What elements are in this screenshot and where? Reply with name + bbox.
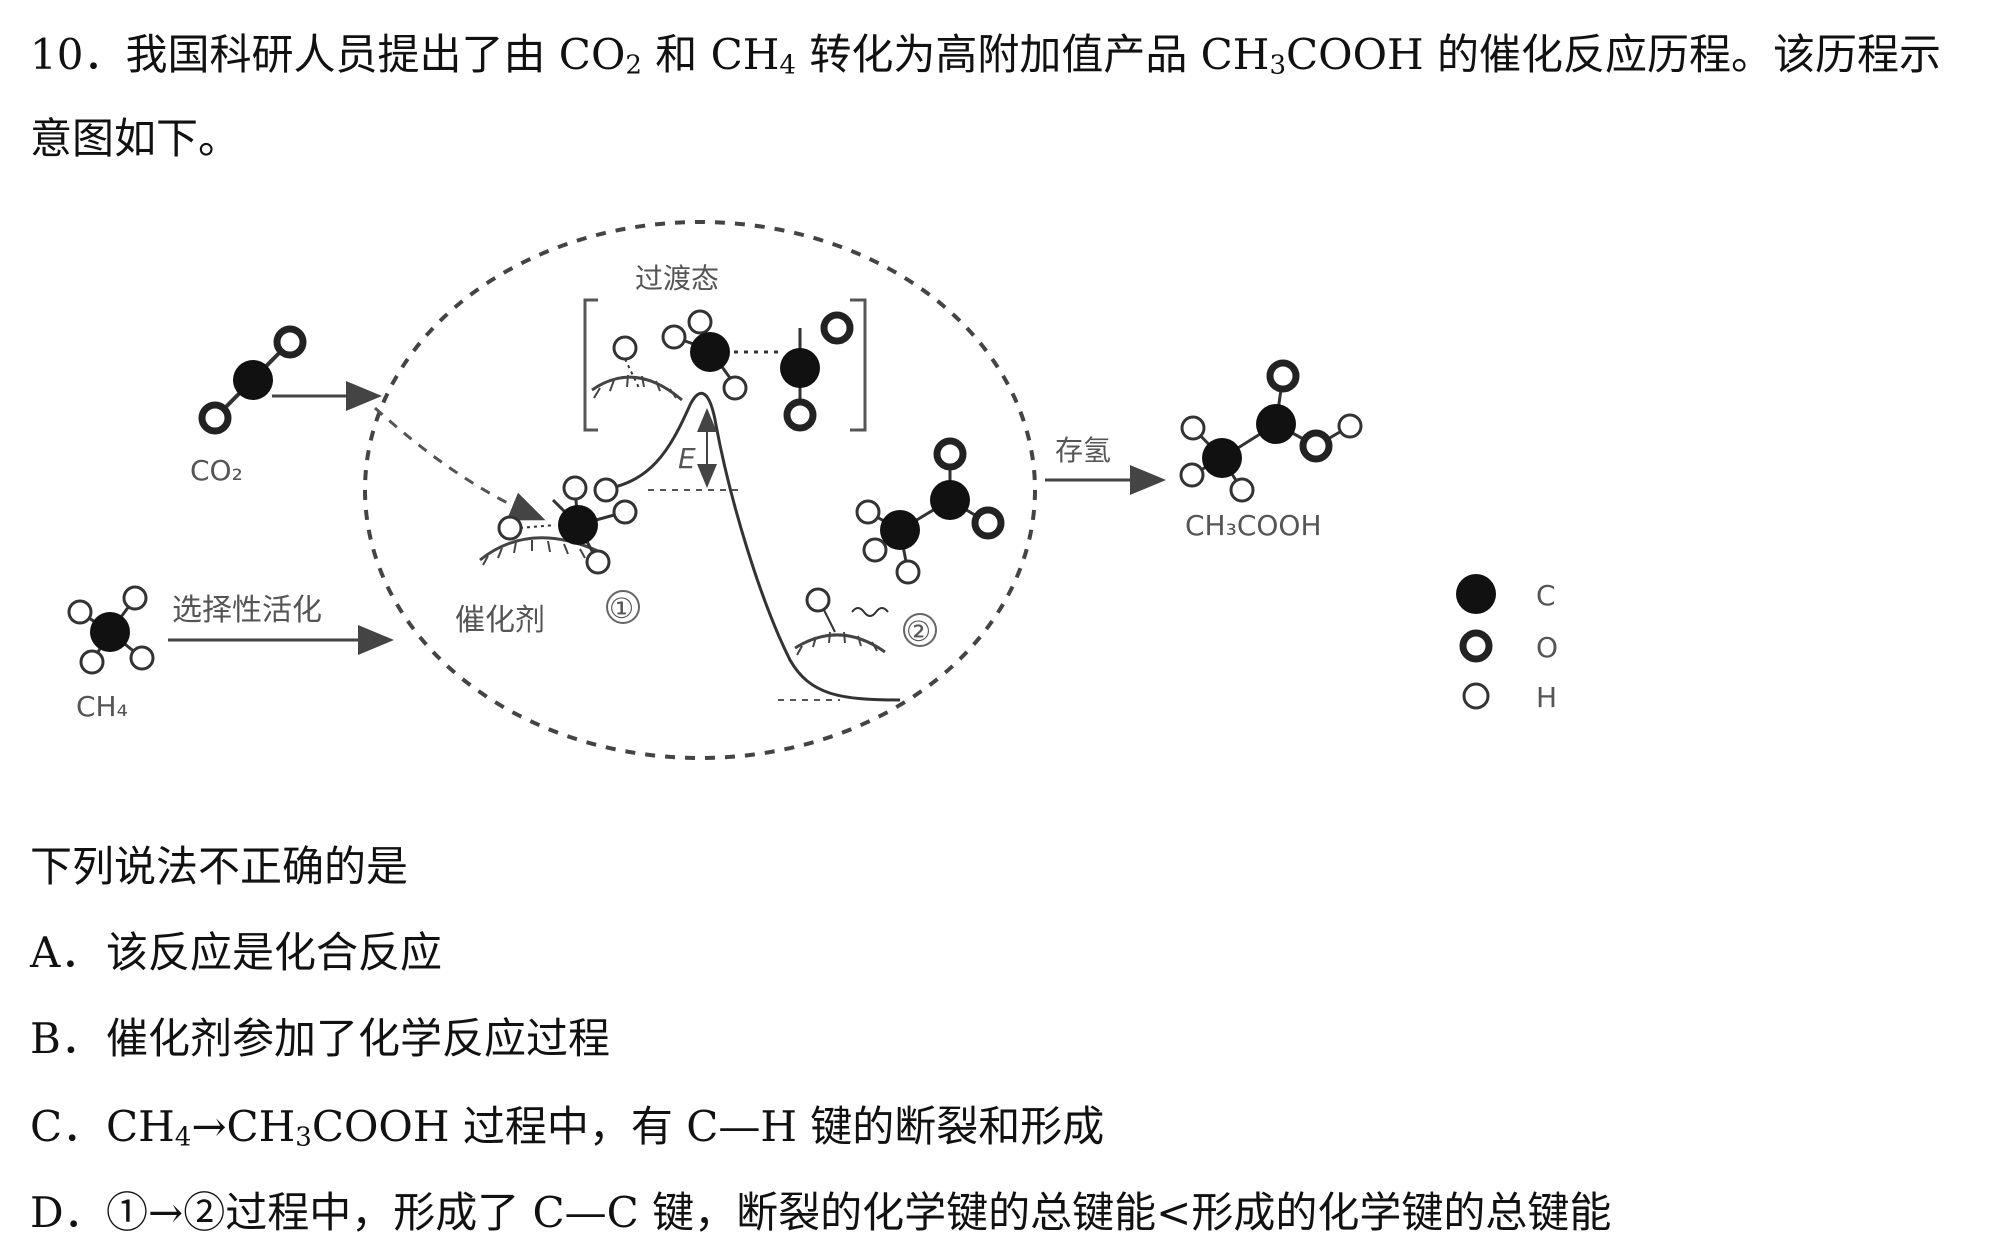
step1-label: ① (609, 592, 634, 625)
option-c-letter: C． (30, 1102, 105, 1151)
option-d-text: ①→②过程中，形成了 C—C 键，断裂的化学键的总键能<形成的化学键的总键能 (106, 1188, 1612, 1237)
reaction-boundary (363, 220, 1037, 760)
question-line-2: 意图如下。 (30, 114, 241, 163)
intermediate-1 (479, 475, 638, 575)
option-b-text: 催化剂参加了化学反应过程 (106, 1014, 611, 1063)
co2-dashed-path (373, 406, 546, 521)
legend: C O H (1456, 574, 1558, 714)
transition-label: 过渡态 (635, 262, 719, 295)
option-b-letter: B． (30, 1014, 103, 1063)
legend-hydrogen-label: H (1536, 681, 1557, 714)
question-line-1: 10．我国科研人员提出了由 CO2 和 CH4 转化为高附加值产品 CH3COO… (30, 30, 1941, 81)
option-a-text: 该反应是化合反应 (106, 928, 443, 977)
transition-state-molecules (591, 309, 854, 432)
option-a-letter: A． (30, 928, 103, 977)
ch3cooh-molecule (1179, 359, 1363, 503)
energy-label: E (678, 442, 696, 475)
transition-bracket-right (850, 298, 867, 432)
legend-hydrogen-symbol (1462, 682, 1490, 710)
option-d[interactable]: D．①→②过程中，形成了 C—C 键，断裂的化学键的总键能<形成的化学键的总键能 (30, 1192, 1611, 1234)
option-b[interactable]: B．催化剂参加了化学反应过程 (30, 1018, 610, 1060)
ch4-molecule (67, 585, 155, 675)
legend-carbon-label: C (1536, 579, 1556, 612)
option-c[interactable]: C．CH4→CH3COOH 过程中，有 C—H 键的断裂和形成 (30, 1102, 1105, 1153)
reaction-diagram: CO₂ CH₄ 选择性活化 E 过渡态 (67, 220, 1558, 760)
legend-carbon-symbol (1456, 574, 1496, 614)
step1-marker (606, 590, 640, 624)
co2-molecule (198, 325, 307, 435)
energy-curve (597, 392, 901, 702)
storage-label: 存氢 (1055, 434, 1111, 467)
activation-label: 选择性活化 (172, 593, 322, 628)
question-prompt: 下列说法不正确的是 (30, 842, 409, 891)
co2-label: CO₂ (190, 454, 243, 487)
step2-label: ② (906, 615, 931, 648)
catalyst-label: 催化剂 (455, 603, 545, 638)
legend-oxygen-label: O (1536, 631, 1558, 664)
option-d-letter: D． (30, 1188, 106, 1237)
transition-bracket-left (583, 298, 598, 432)
ch4-label: CH₄ (76, 690, 128, 723)
intermediate-2 (794, 437, 1005, 656)
product-label: CH₃COOH (1185, 509, 1322, 542)
option-a[interactable]: A．该反应是化合反应 (30, 932, 442, 974)
step2-marker (903, 613, 937, 647)
question-number: 10． (30, 30, 126, 79)
legend-oxygen-symbol (1459, 629, 1493, 663)
